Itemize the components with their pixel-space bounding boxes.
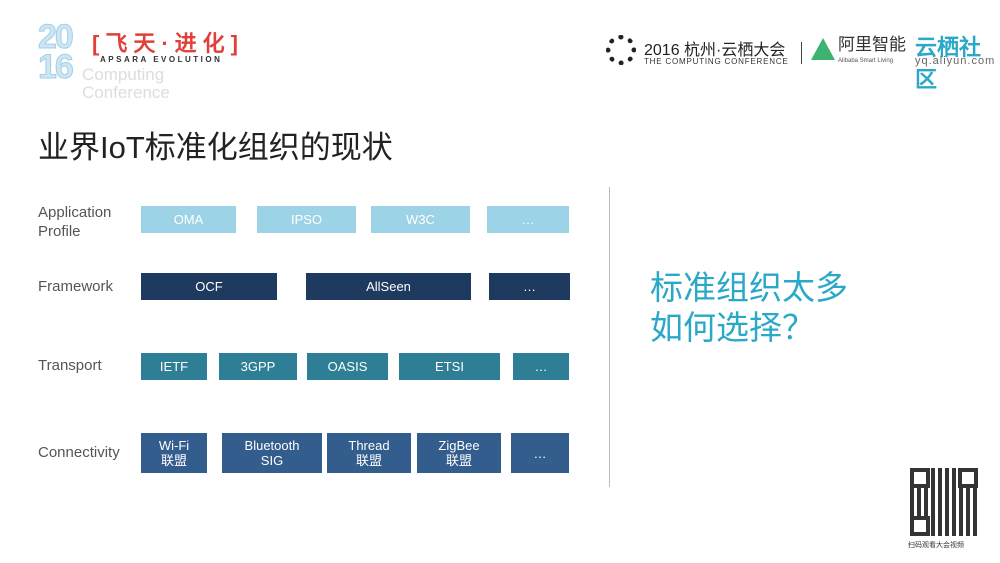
vertical-divider <box>609 187 610 487</box>
org-box-oasis: OASIS <box>307 353 388 380</box>
community-url: yq.aliyun.com <box>915 55 996 67</box>
org-box-ietf: IETF <box>141 353 207 380</box>
partner-name: 阿里智能 <box>838 35 906 54</box>
logo-en: APSARA EVOLUTION <box>100 55 223 64</box>
conference-logo-icon <box>606 35 636 65</box>
row-label-connectivity: Connectivity <box>38 444 120 461</box>
row-label-transport: Transport <box>38 357 102 374</box>
org-box-3gpp: 3GPP <box>219 353 297 380</box>
callout-line-1: 标准组织太多 <box>650 269 848 306</box>
partner-subtitle: Alibaba Smart Living <box>838 58 894 64</box>
logo-sub-1: Computing <box>82 65 165 84</box>
org-box-zigbee: ZigBee 联盟 <box>417 433 501 473</box>
community-name: 云栖社区 <box>915 35 982 92</box>
org-box-oma: OMA <box>141 206 236 233</box>
org-box-more: … <box>489 273 570 300</box>
row-label-application-profile: Application Profile <box>38 204 112 240</box>
conference-subtitle: THE COMPUTING CONFERENCE <box>644 57 789 66</box>
logo-sub-2: Conference <box>82 83 170 102</box>
conference-title: 2016 杭州·云栖大会 <box>644 42 786 59</box>
qr-code <box>910 468 978 536</box>
logo-year: 2016 <box>38 18 75 86</box>
logo-cn: [飞天·进化] <box>92 31 244 56</box>
org-box-more: … <box>511 433 569 473</box>
callout-text: 标准组织太多 如何选择？ <box>650 268 848 348</box>
org-box-etsi: ETSI <box>399 353 500 380</box>
org-box-wifi: Wi-Fi 联盟 <box>141 433 207 473</box>
org-box-w3c: W3C <box>371 206 470 233</box>
qr-caption: 扫码观看大会视频 <box>908 542 964 549</box>
org-box-thread: Thread 联盟 <box>327 433 411 473</box>
org-box-more: … <box>513 353 569 380</box>
event-logo: 2016 <box>38 18 88 86</box>
callout-line-2: 如何选择？ <box>650 309 815 346</box>
row-label-framework: Framework <box>38 278 114 295</box>
org-box-bluetooth: Bluetooth SIG <box>222 433 322 473</box>
org-box-ocf: OCF <box>141 273 277 300</box>
header-divider <box>801 42 802 64</box>
org-box-allseen: AllSeen <box>306 273 471 300</box>
org-box-more: … <box>487 206 569 233</box>
org-box-ipso: IPSO <box>257 206 356 233</box>
page-title: 业界IoT标准化组织的现状 <box>38 130 393 165</box>
smart-living-icon <box>811 38 835 60</box>
